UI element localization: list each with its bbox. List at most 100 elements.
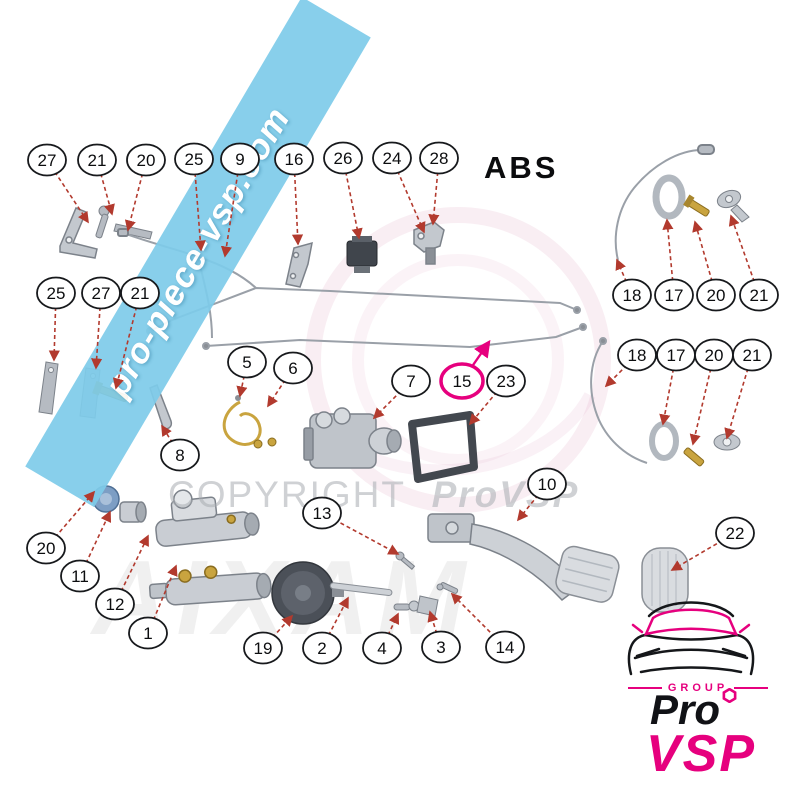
svg-text:19: 19 (254, 639, 273, 658)
callout-27: 27 (81, 276, 121, 310)
svg-text:14: 14 (496, 638, 515, 657)
leader-line-14 (450, 592, 506, 648)
svg-text:9: 9 (235, 150, 244, 169)
part-abs-unit (303, 407, 402, 469)
part-master-cylinder-upper (155, 489, 260, 547)
copyright-prefix: COPYRIGHT (168, 474, 406, 515)
callout-21: 21 (120, 276, 160, 310)
svg-text:27: 27 (38, 151, 57, 170)
svg-text:16: 16 (285, 150, 304, 169)
svg-text:21: 21 (743, 346, 762, 365)
svg-text:26: 26 (334, 149, 353, 168)
part-booster-disc (271, 561, 344, 625)
svg-text:13: 13 (313, 504, 332, 523)
svg-text:20: 20 (705, 346, 724, 365)
callout-14: 14 (485, 630, 525, 664)
svg-text:20: 20 (707, 286, 726, 305)
callout-3: 3 (421, 630, 461, 664)
leader-line-12 (114, 534, 149, 605)
svg-text:21: 21 (750, 286, 769, 305)
leader-lines (45, 157, 760, 649)
callout-12: 12 (95, 587, 135, 621)
leader-line-3 (427, 610, 442, 648)
diagram-title: ABS (484, 150, 559, 185)
svg-text:17: 17 (667, 346, 686, 365)
brand-name-pro: Pro (650, 686, 737, 734)
svg-text:15: 15 (453, 372, 472, 391)
callout-16: 16 (274, 142, 314, 176)
callout-28: 28 (419, 141, 459, 175)
part-bracket-16 (285, 241, 313, 288)
callout-6: 6 (273, 351, 313, 385)
svg-text:21: 21 (88, 151, 107, 170)
svg-text:6: 6 (288, 359, 297, 378)
svg-text:23: 23 (497, 372, 516, 391)
callout-20: 20 (696, 278, 736, 312)
callout-18: 18 (612, 278, 652, 312)
callout-10: 10 (527, 467, 567, 501)
leader-line-1 (147, 564, 178, 634)
part-clevis-group (393, 582, 459, 617)
svg-text:2: 2 (317, 639, 326, 658)
svg-text:27: 27 (92, 284, 111, 303)
svg-text:25: 25 (185, 150, 204, 169)
brand-name-vsp: VSP (646, 725, 757, 783)
callout-25: 25 (36, 276, 76, 310)
callout-24: 24 (372, 141, 412, 175)
part-pedal-assembly (427, 513, 620, 603)
svg-text:20: 20 (137, 151, 156, 170)
part-bolt-top (683, 194, 710, 217)
svg-text:28: 28 (430, 149, 449, 168)
svg-text:25: 25 (47, 284, 66, 303)
part-bolt-bottom (683, 447, 705, 467)
leader-line-5 (236, 361, 248, 398)
callout-11: 11 (60, 559, 100, 593)
svg-text:12: 12 (106, 595, 125, 614)
callout-26: 26 (323, 141, 363, 175)
part-bracket-right-top (716, 189, 750, 223)
callout-21: 21 (732, 338, 772, 372)
leader-line-4 (381, 612, 400, 649)
callout-18: 18 (617, 338, 657, 372)
part-bracket-topleft (59, 207, 98, 259)
callout-23: 23 (486, 364, 526, 398)
callout-13: 13 (302, 496, 342, 530)
callout-7: 7 (391, 364, 431, 398)
leader-line-20 (124, 159, 147, 232)
callout-17: 17 (656, 338, 696, 372)
leader-line-20 (692, 220, 717, 296)
svg-text:4: 4 (377, 639, 386, 658)
svg-text:21: 21 (131, 284, 150, 303)
callout-15: 15 (439, 362, 485, 400)
svg-text:18: 18 (623, 286, 642, 305)
callout-21: 21 (739, 278, 779, 312)
callout-1: 1 (128, 616, 168, 650)
svg-text:11: 11 (71, 567, 89, 586)
hexagon-nut-icon (722, 688, 737, 703)
leader-line-27 (46, 159, 89, 224)
callout-4: 4 (362, 631, 402, 665)
brand-group-label: GROUP (628, 682, 768, 694)
svg-text:18: 18 (628, 346, 647, 365)
leader-line-20 (45, 490, 96, 549)
car-outline-icon (627, 601, 755, 676)
callout-8: 8 (160, 438, 200, 472)
callout-22: 22 (715, 516, 755, 550)
part-pushrod (329, 582, 393, 597)
callout-2: 2 (302, 631, 342, 665)
leader-line-18 (615, 258, 633, 296)
callout-25: 25 (174, 142, 214, 176)
svg-text:24: 24 (383, 149, 402, 168)
callout-9: 9 (220, 142, 260, 176)
brand-pro-text: Pro (650, 686, 721, 733)
leader-line-27 (91, 292, 103, 370)
part-link-pin (395, 551, 416, 570)
part-hose-right-top (614, 144, 715, 261)
svg-text:22: 22 (726, 524, 745, 543)
svg-text:1: 1 (143, 624, 152, 643)
part-ring-top (652, 174, 686, 220)
part-hose-right-bottom (590, 337, 648, 464)
